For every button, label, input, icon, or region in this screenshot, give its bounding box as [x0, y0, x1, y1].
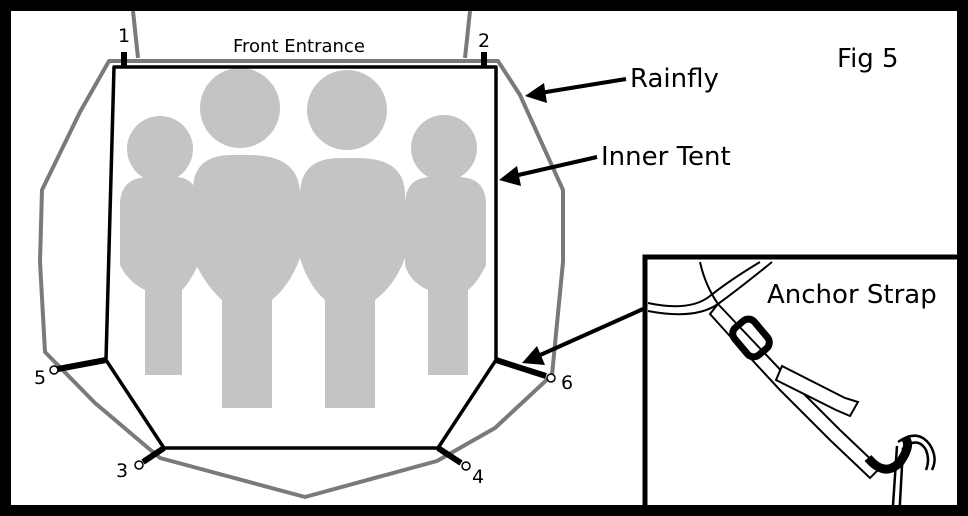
anchor-strap-arrow — [522, 307, 644, 365]
rainfly-label: Rainfly — [630, 64, 719, 94]
front-entrance-label: Front Entrance — [233, 36, 365, 57]
inner-tent-arrow — [499, 155, 598, 186]
people-silhouettes — [120, 68, 486, 408]
stake-number-6: 6 — [561, 372, 573, 394]
anchor-strap-inset: Anchor Strap — [642, 254, 957, 505]
strap-buckle-icon — [729, 315, 773, 361]
rainfly-arrow — [525, 77, 627, 103]
stake-number-4: 4 — [472, 466, 484, 488]
person-4 — [405, 115, 486, 375]
stake-number-5: 5 — [34, 367, 46, 389]
anchor-strap-5 — [57, 357, 107, 372]
stake-ring-3 — [134, 460, 144, 470]
stake-number-3: 3 — [116, 460, 128, 482]
stake-ring-6 — [546, 373, 556, 383]
anchor-strap-6 — [495, 357, 547, 379]
stake-hook-icon — [864, 434, 936, 505]
anchor-strap-3 — [141, 445, 166, 465]
person-1 — [120, 116, 198, 375]
rainfly-door-right — [463, 11, 472, 59]
person-3 — [300, 70, 405, 408]
inner-tent-label: Inner Tent — [601, 142, 731, 172]
anchor-strap-label: Anchor Strap — [767, 280, 937, 310]
stake-number-2: 2 — [478, 30, 490, 52]
anchor-strap-4 — [436, 445, 463, 466]
stake-number-1: 1 — [118, 25, 130, 47]
rainfly-door-left — [131, 11, 140, 59]
rainfly-outline — [38, 59, 565, 499]
stake-ring-4 — [461, 461, 471, 471]
stake-ring-5 — [49, 365, 59, 375]
person-2 — [193, 68, 300, 408]
fig-label: Fig 5 — [837, 44, 899, 74]
